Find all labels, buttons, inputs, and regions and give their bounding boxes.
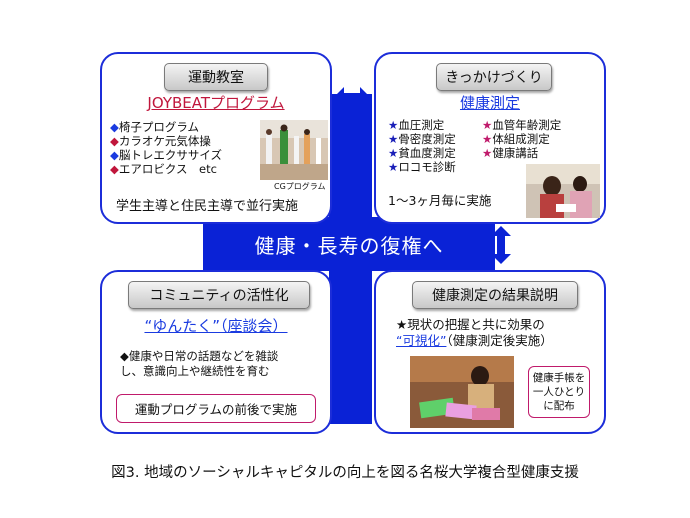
exercise-photo bbox=[260, 120, 328, 180]
panel-header: コミュニティの活性化 bbox=[128, 281, 310, 309]
diamond-icon: ◆ bbox=[110, 134, 119, 148]
double-arrow-left-icon bbox=[204, 226, 224, 264]
measurement-list-left: ★血圧測定 ★骨密度測定 ★貧血度測定 ★ロコモ診断 bbox=[388, 118, 456, 174]
diamond-icon: ◆ bbox=[110, 162, 119, 176]
panel-header: きっかけづくり bbox=[436, 63, 552, 91]
list-item: ★血圧測定 bbox=[388, 118, 445, 132]
list-item: ★体組成測定 bbox=[482, 132, 550, 146]
list-item: ★ロコモ診断 bbox=[388, 160, 456, 174]
highlight-text: “可視化” bbox=[396, 333, 447, 348]
diamond-icon: ◆ bbox=[110, 148, 119, 162]
panel-subtitle: 健康測定 bbox=[459, 94, 520, 112]
list-item: ★健康講話 bbox=[482, 146, 539, 160]
panel-note: 健康手帳を 一人ひとり に配布 bbox=[528, 366, 590, 418]
diamond-icon: ◆ bbox=[110, 120, 119, 134]
double-arrow-bottom-icon bbox=[334, 379, 370, 399]
measurement-photo bbox=[526, 164, 600, 218]
list-item: ★貧血度測定 bbox=[388, 146, 456, 160]
panel-subtitle: “ゆんたく”（座談会） bbox=[144, 317, 288, 335]
list-item: ◆カラオケ元気体操 bbox=[110, 134, 211, 148]
panel-note: 運動プログラムの前後で実施 bbox=[116, 394, 316, 423]
exercise-list: ◆椅子プログラム ◆カラオケ元気体操 ◆脳トレエクササイズ ◆エアロビクス et… bbox=[110, 120, 222, 176]
panel-community: コミュニティの活性化 “ゆんたく”（座談会） ◆健康や日常の話題などを雑談 し、… bbox=[100, 270, 332, 434]
star-icon: ★ bbox=[482, 118, 493, 132]
measurement-list-right: ★血管年齢測定 ★体組成測定 ★健康講話 bbox=[482, 118, 561, 160]
panel-body-line: し、意識向上や継続性を育む bbox=[120, 364, 270, 378]
panel-subtitle: JOYBEATプログラム bbox=[147, 94, 285, 112]
result-photo bbox=[410, 356, 514, 428]
list-item: ★血管年齢測定 bbox=[482, 118, 562, 132]
double-arrow-right-icon bbox=[491, 226, 511, 264]
star-icon: ★ bbox=[388, 146, 399, 160]
photo-caption: CGプログラム bbox=[274, 182, 326, 191]
panel-body-line: “可視化”（健康測定後実施） bbox=[396, 333, 553, 348]
cross-horizontal-bar bbox=[203, 217, 495, 271]
panel-footer: 1〜3ヶ月毎に実施 bbox=[388, 193, 492, 208]
panel-body-line: ◆健康や日常の話題などを雑談 bbox=[120, 349, 279, 363]
list-item: ★骨密度測定 bbox=[388, 132, 456, 146]
list-item: ◆エアロビクス etc bbox=[110, 162, 217, 176]
star-icon: ★ bbox=[388, 160, 399, 174]
panel-header: 運動教室 bbox=[164, 63, 268, 91]
panel-trigger: きっかけづくり 健康測定 ★血圧測定 ★骨密度測定 ★貧血度測定 ★ロコモ診断 … bbox=[374, 52, 606, 224]
double-arrow-top-icon bbox=[334, 87, 370, 107]
list-item: ◆椅子プログラム bbox=[110, 120, 200, 134]
figure-caption: 図3. 地域のソーシャルキャピタルの向上を図る名桜大学複合型健康支援 bbox=[111, 465, 579, 481]
center-label: 健康・長寿の復権へ bbox=[254, 233, 444, 258]
panel-body-line: ★現状の把握と共に効果の bbox=[396, 317, 545, 332]
list-item: ◆脳トレエクササイズ bbox=[110, 148, 223, 162]
panel-exercise-class: 運動教室 JOYBEATプログラム ◆椅子プログラム ◆カラオケ元気体操 ◆脳ト… bbox=[100, 52, 332, 224]
star-icon: ★ bbox=[482, 132, 493, 146]
star-icon: ★ bbox=[388, 132, 399, 146]
panel-header: 健康測定の結果説明 bbox=[412, 281, 578, 309]
star-icon: ★ bbox=[388, 118, 399, 132]
panel-footer: 学生主導と住民主導で並行実施 bbox=[116, 199, 299, 214]
panel-result-explanation: 健康測定の結果説明 ★現状の把握と共に効果の “可視化”（健康測定後実施） 健康… bbox=[374, 270, 606, 434]
star-icon: ★ bbox=[482, 146, 493, 160]
